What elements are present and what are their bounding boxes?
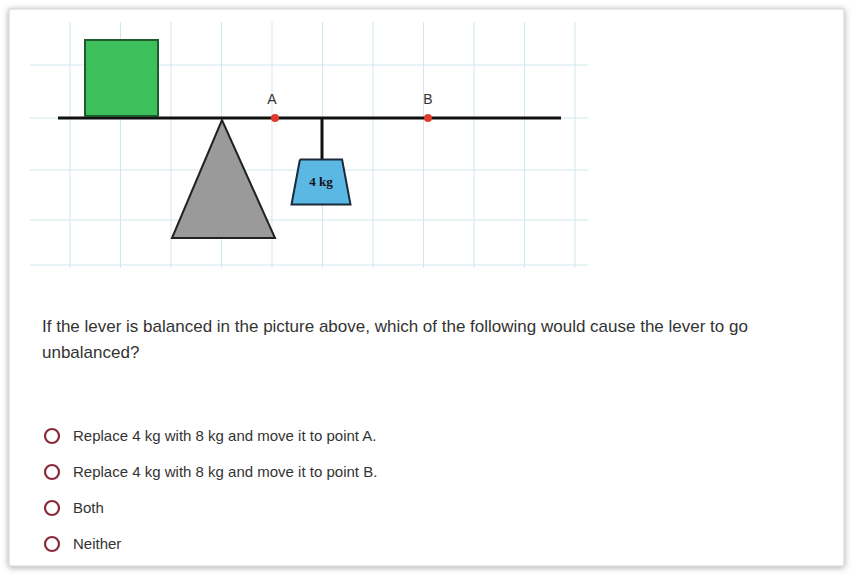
radio-button — [45, 465, 59, 479]
point-label: B — [418, 91, 438, 108]
grid-line — [373, 22, 374, 268]
grid-line — [70, 22, 71, 268]
option-text: Replace 4 kg with 8 kg and move it to po… — [73, 427, 773, 445]
grid-line — [524, 22, 525, 268]
grid-line — [30, 118, 588, 119]
radio-button — [45, 429, 59, 443]
weight-hanger — [321, 118, 324, 160]
card-frame — [9, 9, 844, 566]
radio-button — [45, 537, 59, 551]
point-label: A — [262, 91, 282, 108]
weight-label: 4 kg — [290, 158, 352, 206]
grid-line — [423, 22, 424, 268]
radio-button — [45, 501, 59, 515]
weight-block: 4 kg — [290, 158, 352, 206]
grid-line — [30, 265, 588, 266]
fulcrum — [172, 120, 275, 238]
grid-line — [474, 22, 475, 268]
green-block — [85, 40, 158, 116]
grid-line — [171, 22, 172, 268]
radio-buttons — [45, 429, 59, 551]
point-a-dot — [271, 114, 279, 122]
point-b-dot — [424, 114, 432, 122]
option-text: Neither — [73, 535, 773, 553]
question-text: If the lever is balanced in the picture … — [42, 314, 832, 367]
option-text: Both — [73, 499, 773, 517]
grid-line — [322, 22, 323, 268]
grid-line — [30, 220, 588, 221]
option-text: Replace 4 kg with 8 kg and move it to po… — [73, 463, 773, 481]
grid — [30, 22, 588, 268]
grid-line — [575, 22, 576, 268]
